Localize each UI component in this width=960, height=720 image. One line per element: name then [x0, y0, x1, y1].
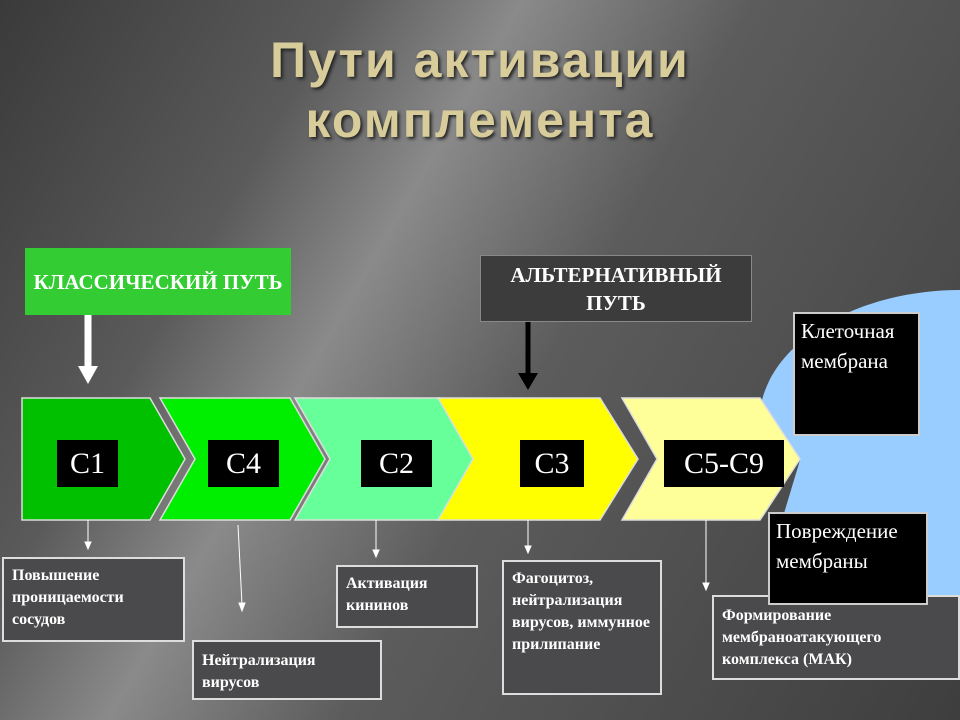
- component-c1: C1: [57, 440, 118, 487]
- component-c2: C2: [361, 440, 432, 487]
- effect-neutralization: Нейтрализация вирусов: [192, 640, 382, 700]
- component-c5-c9: C5-C9: [664, 440, 784, 487]
- alternative-pathway-label: АЛЬТЕРНАТИВНЫЙ ПУТЬ: [480, 255, 752, 322]
- effect-phagocytosis: Фагоцитоз, нейтрализация вирусов, иммунн…: [502, 560, 662, 695]
- classical-pathway-label: КЛАССИЧЕСКИЙ ПУТЬ: [25, 248, 291, 315]
- component-c4: C4: [208, 440, 279, 487]
- membrane-damage-label: Повреждение мембраны: [768, 512, 928, 605]
- effect-mac: Формирование мембраноатакующего комплекс…: [712, 595, 960, 680]
- component-c3: C3: [520, 440, 584, 487]
- cell-membrane-label: Клеточная мембрана: [793, 312, 920, 436]
- effect-arrows: [84, 520, 710, 613]
- effect-kinins: Активация кининов: [336, 565, 478, 628]
- effect-permeability: Повышение проницаемости сосудов: [2, 557, 185, 642]
